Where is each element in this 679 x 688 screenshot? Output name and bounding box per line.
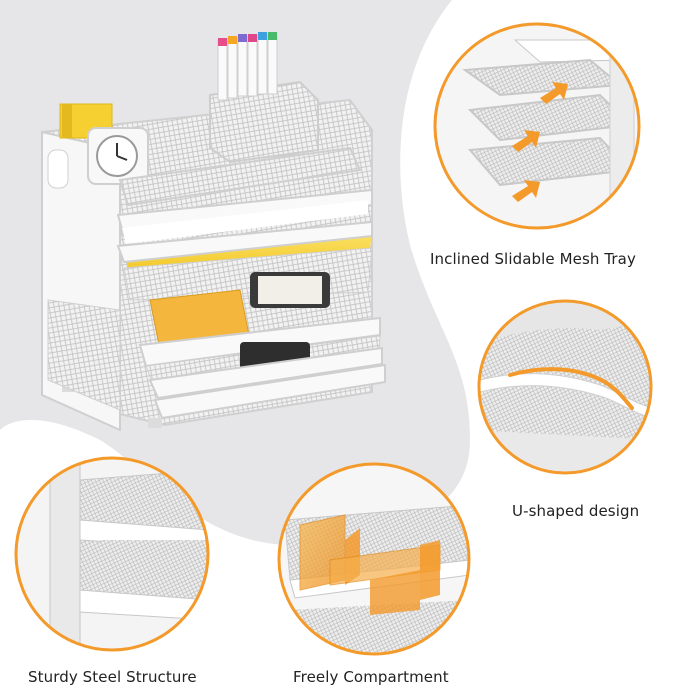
detail-sturdy-steel <box>14 456 210 652</box>
caption-sturdy-steel: Sturdy Steel Structure <box>28 668 197 686</box>
detail-compartment <box>277 462 471 656</box>
detail-inclined-tray <box>433 22 641 230</box>
caption-u-shaped: U-shaped design <box>512 502 640 520</box>
alarm-clock <box>87 127 149 185</box>
highlighter-pens <box>217 32 278 101</box>
desk-organizer-main <box>41 32 386 432</box>
caption-compartment: Freely Compartment <box>293 668 449 686</box>
detail-u-shaped <box>477 299 653 475</box>
caption-inclined-tray: Inclined Slidable Mesh Tray <box>430 250 636 268</box>
